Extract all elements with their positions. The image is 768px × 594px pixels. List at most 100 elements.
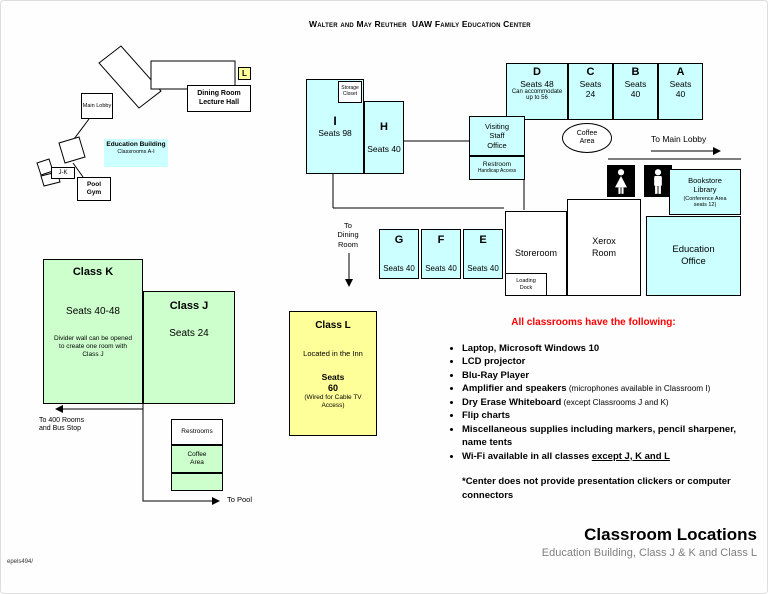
loading-dock: Loading Dock: [505, 273, 547, 296]
annex-extra-room: [171, 473, 223, 491]
room-d-note: Can accommodate up to 56: [511, 88, 563, 102]
room-g: G Seats 40: [379, 229, 419, 279]
overview-pool-gym-label: Pool Gym: [86, 181, 102, 196]
room-h-label: H: [380, 121, 388, 134]
document-code: epels494/: [7, 559, 34, 565]
footer-block: Classroom Locations Education Building, …: [542, 525, 757, 559]
coffee-area-main: Coffee Area: [562, 123, 612, 153]
room-f-seats: Seats 40: [425, 264, 457, 274]
annex-coffee-area: Coffee Area: [171, 445, 223, 473]
room-e-seats: Seats 40: [467, 264, 499, 274]
equipment-item-whiteboard: Dry Erase Whiteboard (except Classrooms …: [462, 396, 754, 409]
room-f-label: F: [437, 234, 445, 246]
education-office-label: Education Office: [672, 243, 715, 267]
xerox-room: Xerox Room: [567, 199, 641, 296]
room-a-label: A: [676, 66, 685, 78]
room-e-label: E: [479, 234, 487, 246]
to-400-rooms-arrowhead: [55, 405, 63, 413]
storeroom-label: Storeroom: [514, 247, 558, 258]
bookstore-library: Bookstore Library (Conference Area seats…: [669, 169, 741, 215]
equipment-item-text: Amplifier and speakers: [462, 383, 567, 395]
room-h-seats: Seats 40: [367, 143, 401, 154]
annex-restrooms-label: Restrooms: [181, 428, 213, 436]
equipment-section: All classrooms have the following: Lapto…: [426, 317, 761, 502]
storage-closet-label: Storage Closet: [341, 85, 359, 97]
room-g-seats: Seats 40: [383, 264, 415, 274]
restroom-handicap-line2: Handicap Access: [477, 168, 517, 175]
equipment-heading: All classrooms have the following:: [511, 317, 676, 328]
to-dining-arrowhead: [345, 279, 353, 287]
equipment-item-wifi: Wi-Fi available in all classes except J,…: [462, 450, 754, 463]
storage-closet: Storage Closet: [338, 81, 362, 103]
footer-subtitle: Education Building, Class J & K and Clas…: [541, 547, 757, 560]
class-j-title: Class J: [169, 300, 209, 312]
equipment-item-text: Miscellaneous supplies including markers…: [462, 423, 737, 449]
to-dining-room-label: To Dining Room: [337, 221, 359, 249]
overview-pool-gym: Pool Gym: [77, 177, 111, 201]
page-title: Walter and May Reuther UAW Family Educat…: [309, 19, 531, 29]
overview-main-lobby-label: Main Lobby: [82, 103, 112, 109]
overview-dining-room-label: Dining Room Lecture Hall: [197, 90, 241, 106]
overview-l-marker: L: [238, 67, 251, 80]
visiting-staff-office-label: Visiting Staff Office: [484, 121, 510, 150]
equipment-item-text: Laptop, Microsoft Windows 10: [462, 343, 600, 354]
room-c: C Seats 24: [568, 63, 613, 120]
to-400-rooms-label: To 400 Rooms and Bus Stop: [39, 417, 85, 433]
equipment-item-lcd: LCD projector: [462, 355, 754, 368]
class-l-seats-label: Seats: [321, 372, 345, 383]
room-d: D Seats 48 Can accommodate up to 56: [506, 63, 568, 120]
overview-jk-label: J-K: [51, 167, 75, 179]
room-b-seats: Seats 40: [624, 78, 647, 99]
room-d-seats: Seats 48: [520, 78, 554, 89]
room-e: E Seats 40: [463, 229, 503, 279]
equipment-list: Laptop, Microsoft Windows 10 LCD project…: [448, 342, 754, 463]
class-k: Class K Seats 40-48 Divider wall can be …: [43, 259, 143, 404]
class-l: Class L Located in the Inn Seats 60 (Wir…: [289, 311, 377, 436]
bookstore-library-label: Bookstore Library: [688, 175, 722, 195]
room-b-label: B: [631, 66, 640, 78]
class-l-title: Class L: [315, 320, 351, 331]
mens-restroom-icon: [644, 165, 672, 197]
visiting-staff-office: Visiting Staff Office: [469, 116, 525, 156]
class-l-note: (Wired for Cable TV Access): [304, 394, 362, 410]
room-b: B Seats 40: [613, 63, 658, 120]
loading-dock-label: Loading Dock: [516, 278, 536, 291]
equipment-item-text: Flip charts: [462, 410, 511, 422]
equipment-item-supplies: Miscellaneous supplies including markers…: [462, 423, 754, 450]
xerox-room-label: Xerox Room: [591, 236, 616, 258]
bookstore-library-note: (Conference Area seats 12): [683, 195, 727, 208]
equipment-item-text: Wi-Fi available in all classes: [462, 450, 592, 462]
room-f: F Seats 40: [421, 229, 461, 279]
overview-main-lobby: Main Lobby: [81, 93, 113, 119]
coffee-area-main-label: Coffee Area: [576, 129, 598, 145]
restroom-handicap-line1: Restroom: [482, 161, 512, 169]
room-i-seats: Seats 98: [318, 128, 352, 139]
overview-dining-room: Dining Room Lecture Hall: [187, 85, 251, 112]
education-office: Education Office: [646, 216, 741, 296]
overview-connector-line: [70, 118, 90, 144]
equipment-item-note: (microphones available in Classroom I): [566, 384, 711, 394]
overview-education-building-sub: Classrooms A-I: [117, 148, 155, 155]
annex-restrooms: Restrooms: [171, 419, 223, 445]
equipment-item-flipcharts: Flip charts: [462, 409, 754, 422]
overview-jk-block: [58, 136, 86, 164]
class-j-seats: Seats 24: [169, 328, 209, 339]
class-l-location: Located in the Inn: [303, 349, 363, 358]
class-k-note: Divider wall can be opened to create one…: [53, 335, 133, 358]
equipment-item-underline: except J, K and L: [591, 450, 670, 462]
class-k-title: Class K: [72, 266, 114, 278]
annex-coffee-area-label: Coffee Area: [187, 451, 207, 466]
equipment-item-text: Blu-Ray Player: [462, 369, 530, 381]
overview-education-building: Education Building Classrooms A-I: [104, 139, 168, 167]
room-a-seats: Seats 40: [669, 78, 692, 99]
overview-education-building-title: Education Building: [106, 141, 166, 148]
to-main-lobby-arrowhead: [713, 147, 721, 155]
equipment-item-text: Dry Erase Whiteboard: [462, 396, 562, 408]
room-h: H Seats 40: [364, 101, 404, 174]
equipment-item-amplifier: Amplifier and speakers (microphones avai…: [462, 382, 754, 395]
room-c-label: C: [586, 66, 595, 78]
class-j: Class J Seats 24: [143, 291, 235, 404]
class-k-seats: Seats 40-48: [66, 306, 120, 317]
to-pool-arrowhead: [212, 497, 220, 505]
